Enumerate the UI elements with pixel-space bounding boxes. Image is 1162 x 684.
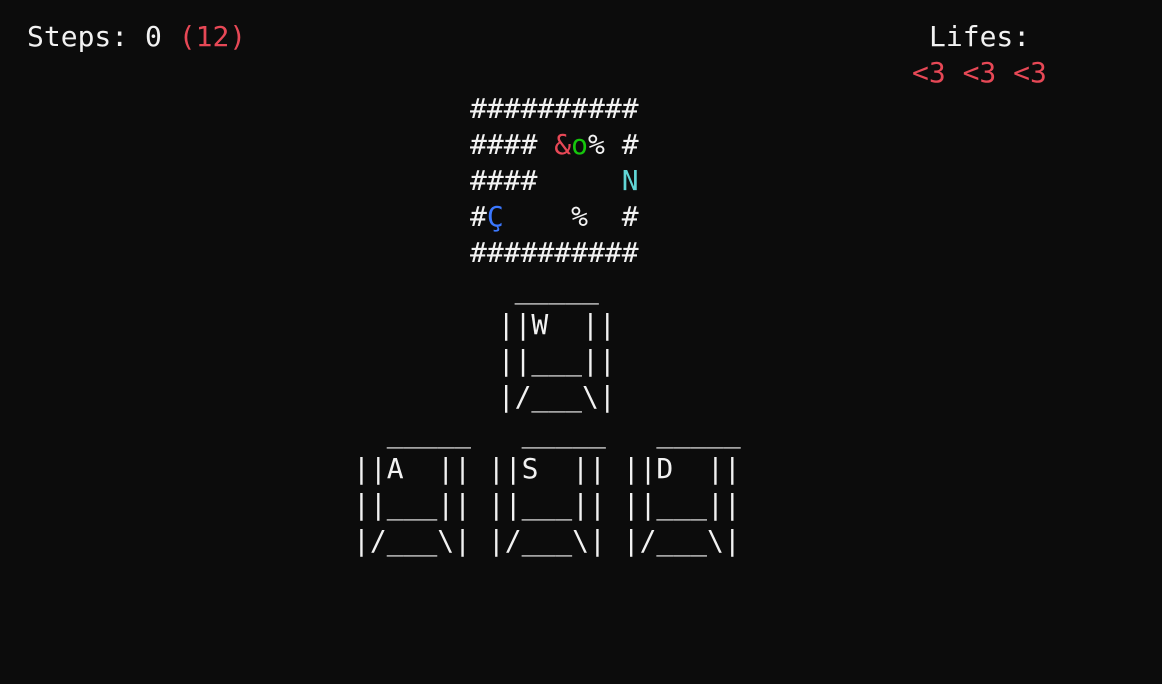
key-asd-art: ||A || ||S || ||D || [353,452,741,485]
map-tiles: #### [470,164,622,197]
lifes-label: Lifes: [929,20,1031,53]
life-heart-icon: <3 [962,56,997,89]
key-asd-art: |/___\| |/___\| |/___\| [353,524,741,557]
lifes-hearts: <3 <3 <3 [912,55,1047,91]
steps-limit: (12) [178,20,247,53]
life-heart-icon: <3 [1013,56,1047,89]
key-w-art: ||___|| [464,344,616,377]
map-tiles: ########## [470,236,639,269]
steps-value: 0 [145,20,162,53]
map-row: #### &o% # [470,127,639,163]
map-row: #Ç % # [470,199,639,235]
key-w-art: _____ [464,272,599,305]
map-tiles: ########## [470,92,639,125]
key-asd-art: _____ _____ _____ [353,416,741,449]
key-item-glyph: Ç [486,200,504,233]
map-tiles: #### [470,128,555,161]
key-asd-art: ||___|| ||___|| ||___|| [353,488,741,521]
exit-glyph: N [621,164,639,197]
player-glyph: o [571,128,589,161]
map-tiles: # [470,200,487,233]
map-row: ########## [470,91,639,127]
key-w-art: |/___\| [464,380,616,413]
map-row: ########## [470,235,639,271]
key-w-art: ||W || [464,308,616,341]
map-row: #### N [470,163,639,199]
life-heart-icon: <3 [912,56,946,89]
enemy-glyph: & [554,128,572,161]
map-tiles: % # [588,128,639,161]
steps-counter: Steps: 0 (12) [27,19,246,55]
map-tiles: % # [503,200,639,233]
steps-label: Steps: [27,20,146,53]
